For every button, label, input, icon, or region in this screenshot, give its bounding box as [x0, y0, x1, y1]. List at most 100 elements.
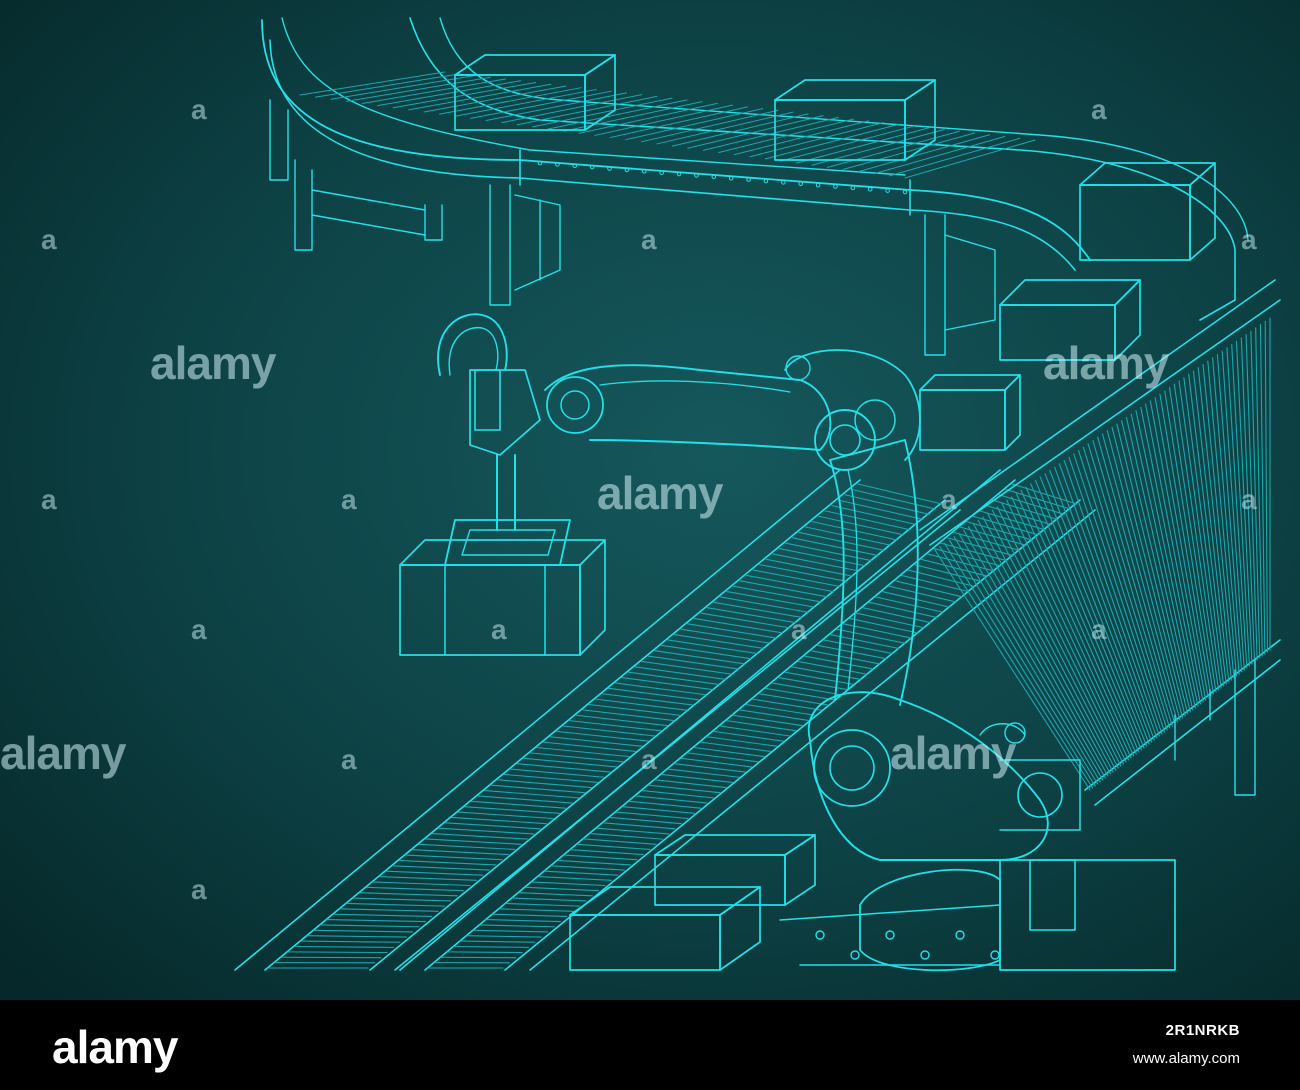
conveyor-left-roller — [765, 558, 854, 577]
robot-turret — [807, 691, 1049, 861]
conveyor-left-roller — [608, 687, 701, 701]
conveyor-left-roller — [418, 843, 516, 850]
conveyor-middle-roller — [459, 940, 536, 943]
conveyor-right-roller — [1130, 413, 1196, 709]
upper-curve-roller — [299, 71, 446, 96]
box — [1189, 162, 1216, 261]
upper-curve-roller — [439, 87, 582, 115]
conveyor-right-roller — [963, 529, 1106, 779]
watermark-glyph: a — [41, 224, 57, 255]
conveyor-middle-roller — [654, 779, 727, 789]
conveyor-middle-roller — [719, 725, 791, 737]
conveyor-left-roller — [798, 531, 886, 551]
conveyor-middle-rail — [504, 499, 1081, 971]
upper-curve-roller — [873, 136, 1006, 175]
belt-rivet — [676, 171, 682, 177]
conveyor-middle-roller — [667, 768, 740, 778]
conveyor-left-roller — [634, 666, 726, 680]
watermark-logo-2: alamy — [597, 467, 723, 519]
upper-curve-roller — [625, 108, 764, 141]
conveyor-left-roller — [339, 908, 439, 912]
conveyor-right-roller — [1082, 446, 1171, 729]
conveyor-middle-roller — [790, 666, 861, 680]
footer-url[interactable]: www.alamy.com — [1132, 1050, 1240, 1067]
watermark-glyph: a — [1241, 484, 1257, 515]
robot-upper-arm — [544, 364, 832, 451]
upper-curve-roller — [795, 127, 930, 164]
belt-rivet — [659, 170, 664, 175]
conveyor-right-roller — [939, 546, 1094, 789]
belt-rivet — [902, 189, 908, 195]
upper-curve-roller — [392, 81, 537, 109]
conveyor-middle-roller — [991, 499, 1059, 521]
conveyor-right-roller — [991, 509, 1122, 767]
conveyor-right-roller — [1192, 370, 1230, 683]
conveyor-middle-roller — [706, 736, 778, 747]
upper-curve-roller — [764, 123, 900, 160]
conveyor-middle-roller — [472, 929, 549, 933]
robot-elbow-inner — [829, 424, 861, 456]
robot-gripper-hook-inner — [448, 326, 499, 376]
upper-leg — [924, 214, 946, 356]
conveyor-right-roller — [1154, 396, 1209, 699]
conveyor-left-roller — [319, 924, 420, 928]
conveyor-middle-roller — [609, 816, 683, 825]
upper-curve-roller — [547, 99, 688, 130]
watermark-glyph: a — [791, 614, 807, 645]
conveyor-left-roller — [680, 628, 771, 644]
upper-curve-roller — [733, 120, 870, 156]
conveyor-left-roller — [510, 768, 605, 778]
watermark-glyph: a — [641, 744, 657, 775]
conveyor-left-roller — [687, 623, 777, 639]
conveyor-left-roller — [457, 811, 554, 820]
conveyor-middle-roller — [453, 945, 530, 948]
conveyor-middle-roller — [505, 902, 581, 907]
conveyor-right-rail — [1084, 639, 1281, 791]
upper-curve-inner — [269, 39, 1076, 271]
conveyor-left-roller — [759, 564, 847, 582]
conveyor-left-roller — [700, 612, 790, 629]
conveyor-left-roller — [372, 881, 471, 887]
watermark-glyph: a — [641, 224, 657, 255]
conveyor-left-roller — [562, 725, 656, 737]
conveyor-left-roller — [739, 580, 828, 598]
conveyor-middle-rail — [529, 509, 1096, 971]
box — [584, 54, 616, 131]
conveyor-right-roller — [996, 506, 1124, 765]
upper-curve-roller — [315, 73, 461, 98]
conveyor-middle-roller — [745, 703, 817, 716]
conveyor-right-roller — [1063, 459, 1160, 737]
conveyor-middle-roller — [810, 650, 880, 665]
conveyor-left-roller — [287, 951, 388, 954]
conveyor-middle-roller — [920, 558, 989, 577]
conveyor-left-roller — [693, 617, 784, 634]
upper-curve-roller — [718, 118, 854, 153]
belt-rivet — [833, 184, 838, 189]
belt-rivet — [798, 181, 804, 187]
conveyor-right-roller — [1178, 380, 1222, 689]
conveyor-right-roller — [1183, 377, 1225, 687]
conveyor-middle-roller — [485, 919, 561, 923]
belt-rivet — [728, 175, 734, 181]
conveyor-right-roller — [1164, 390, 1214, 695]
conveyor-middle-roller — [894, 580, 963, 598]
belt-rivet — [607, 166, 612, 171]
watermark-glyph: a — [191, 614, 207, 645]
box — [1114, 279, 1141, 361]
conveyor-middle-roller — [933, 547, 1002, 567]
conveyor-left-roller — [732, 585, 822, 603]
conveyor-right-roller — [1212, 357, 1240, 675]
watermark-logo-4: alamy — [0, 727, 126, 779]
conveyor-left-rail — [234, 469, 841, 971]
conveyor-right-roller — [1049, 469, 1153, 743]
robot-gripper-plate-inner — [461, 529, 556, 556]
robot-platform-edge — [779, 904, 1001, 966]
conveyor-right-roller — [1173, 383, 1220, 691]
conveyor-left-roller — [385, 870, 484, 876]
conveyor-middle-roller — [570, 849, 644, 856]
upper-curve-roller — [454, 88, 597, 117]
belt-rivet — [711, 174, 717, 180]
conveyor-middle-roller — [829, 634, 899, 649]
upper-leg — [514, 194, 561, 291]
conveyor-middle-roller — [498, 908, 574, 912]
